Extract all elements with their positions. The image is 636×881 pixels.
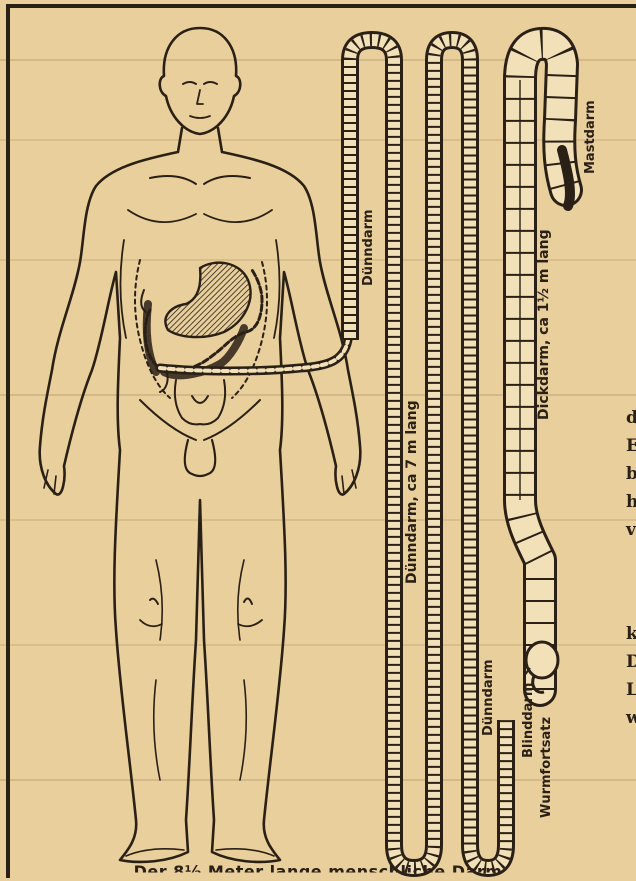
- label-wurmfortsatz: Wurmfortsatz: [539, 717, 554, 818]
- side-letter: w: [626, 704, 636, 732]
- label-dickdarm: Dickdarm, ca 1½ m lang: [536, 229, 552, 420]
- side-letter: E: [626, 432, 636, 460]
- label-duenndarm-bottom: Dünndarm: [481, 659, 496, 736]
- side-letter: L: [626, 676, 636, 704]
- label-duenndarm-top: Dünndarm: [361, 209, 376, 286]
- side-letter: v: [626, 516, 636, 544]
- label-blinddarm: Blinddarm: [521, 683, 536, 758]
- side-letter: D: [626, 648, 636, 676]
- side-letter: b: [626, 460, 636, 488]
- side-text-upper: d E b h v: [626, 404, 636, 544]
- stomach: [165, 263, 250, 337]
- side-text-lower: k D L w: [626, 620, 636, 732]
- duenndarm-tube: [350, 40, 506, 868]
- side-letter: k: [626, 620, 636, 648]
- internal-organs: [141, 263, 262, 425]
- human-figure: [40, 28, 361, 862]
- side-letter: h: [626, 488, 636, 516]
- side-letter: d: [626, 404, 636, 432]
- label-duenndarm-length: Dünndarm, ca 7 m lang: [404, 400, 420, 584]
- label-mastdarm: Mastdarm: [583, 100, 598, 174]
